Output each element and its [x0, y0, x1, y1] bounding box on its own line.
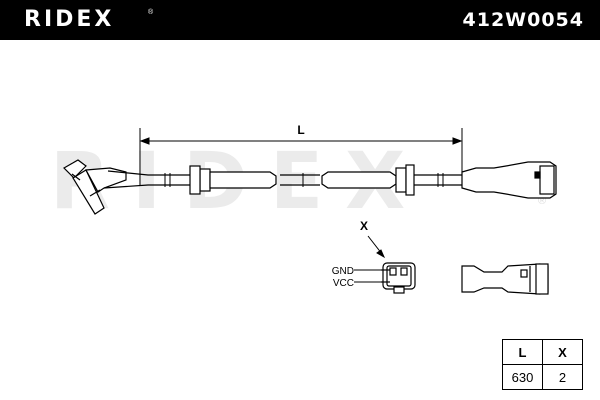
header-bar: RIDEX ® 412W0054 [0, 0, 600, 40]
registered-mark: ® [148, 9, 154, 16]
spec-value-l: 630 [502, 364, 543, 390]
pin-label-gnd: GND [332, 266, 354, 277]
watermark-registered: ® [538, 195, 546, 207]
end-connector [461, 161, 557, 199]
pin-label-vcc: VCC [333, 278, 354, 289]
length-dimension [139, 128, 463, 186]
sensor-head [63, 159, 127, 215]
connector-label: X [360, 219, 368, 233]
part-number: 412W0054 [462, 9, 584, 31]
pin-lines [354, 269, 381, 283]
sensor-cable-drawing: RIDEX ® L [50, 123, 557, 295]
spec-table: L X 630 2 [502, 339, 583, 390]
spec-header-l: L [502, 339, 543, 365]
length-label: L [297, 123, 304, 137]
brand-logo: RIDEX [24, 7, 115, 32]
connector-arrow [367, 235, 386, 259]
connector-face [381, 262, 416, 294]
cable-grommet-1 [189, 165, 277, 195]
spec-value-row: 630 2 [502, 364, 583, 390]
cable-markers [164, 173, 444, 187]
cable-grommet-2 [321, 164, 415, 196]
spec-value-x: 2 [542, 364, 583, 390]
connector-side-view [461, 263, 549, 295]
spec-header-row: L X [502, 339, 583, 365]
spec-header-x: X [542, 339, 583, 365]
